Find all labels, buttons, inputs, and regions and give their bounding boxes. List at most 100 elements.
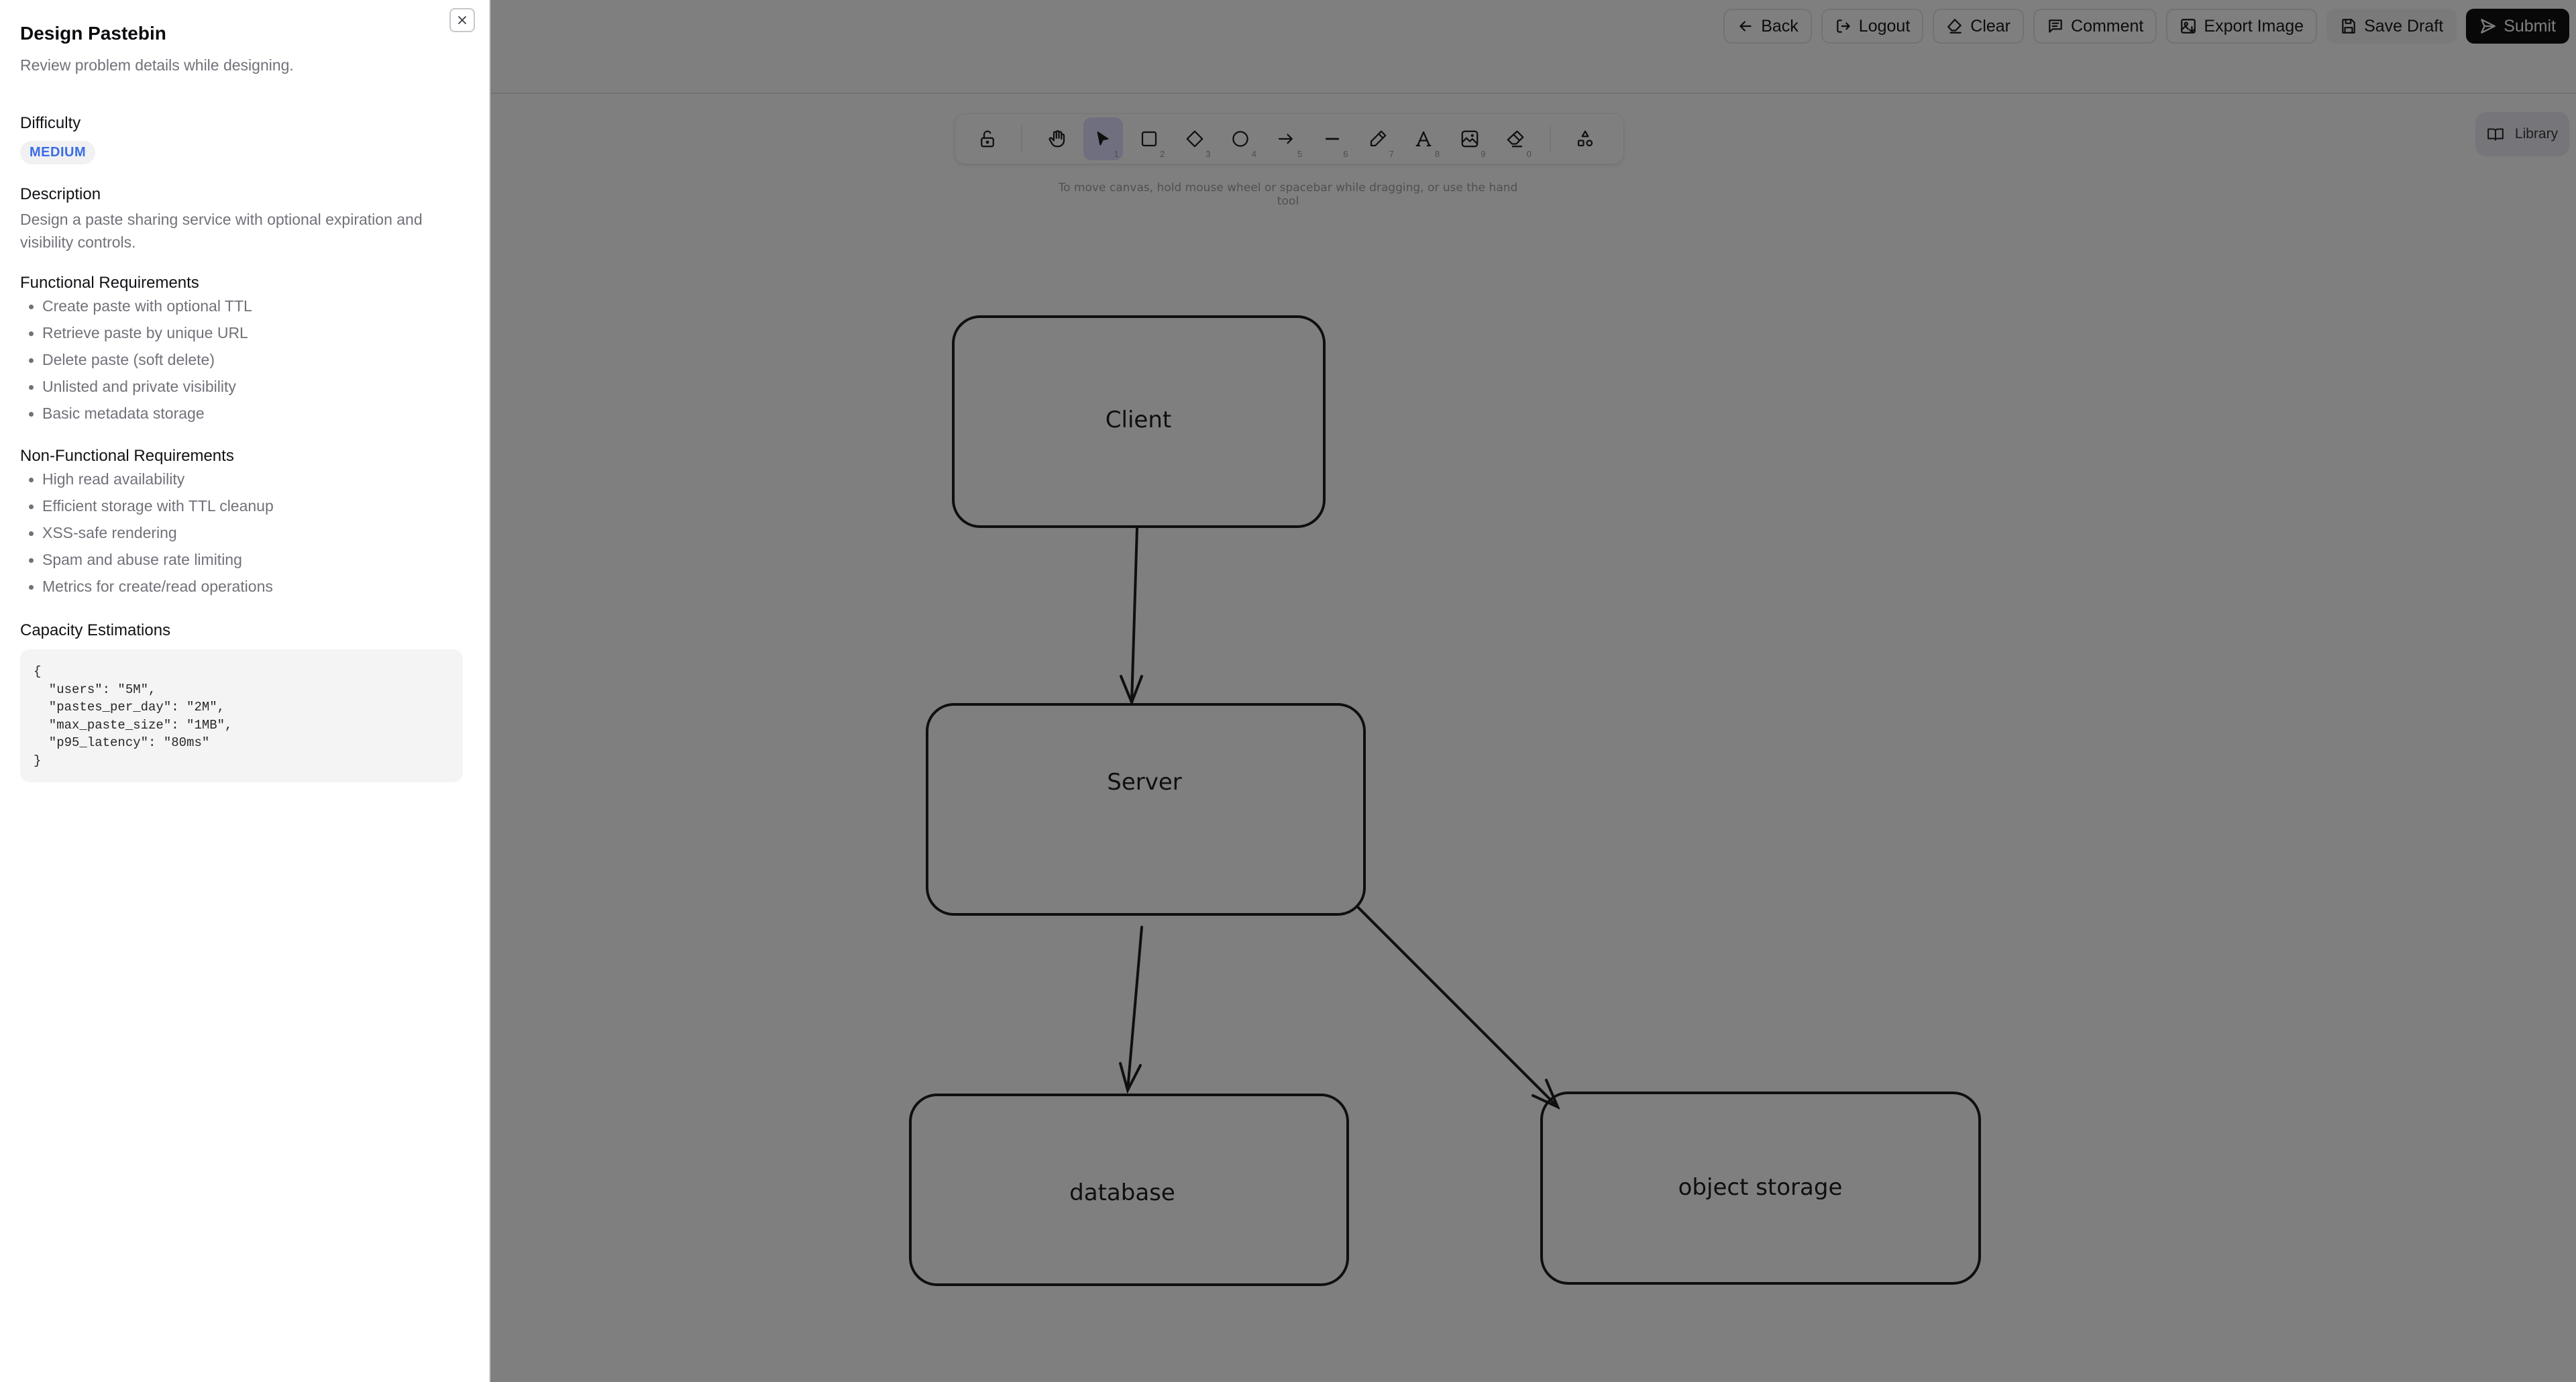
shortcut-key: 5: [1297, 149, 1303, 159]
node-label-database: database: [1069, 1179, 1175, 1206]
header-actions: Back Logout Clear Comment Export Image S…: [1723, 9, 2569, 44]
submit-button[interactable]: Submit: [2466, 9, 2569, 44]
list-item: Unlisted and private visibility: [20, 373, 470, 400]
send-icon: [2481, 19, 2496, 34]
tool-hand[interactable]: [1037, 117, 1077, 160]
back-button[interactable]: Back: [1723, 9, 1812, 44]
list-item: Efficient storage with TTL cleanup: [20, 492, 470, 519]
logout-icon: [1837, 19, 1850, 33]
shortcut-key: 3: [1205, 149, 1211, 159]
eraser-icon: [1507, 130, 1524, 148]
clear-button[interactable]: Clear: [1933, 9, 2025, 44]
hand-icon: [1049, 130, 1065, 148]
edge-client-server[interactable]: [1120, 527, 1143, 706]
shortcut-key: 9: [1481, 149, 1486, 159]
comment-button[interactable]: Comment: [2033, 9, 2157, 44]
shortcut-key: 6: [1343, 149, 1348, 159]
arrow-left-icon: [1739, 21, 1752, 32]
submit-label: Submit: [2504, 16, 2556, 36]
tool-draw[interactable]: 7: [1358, 117, 1397, 160]
save-draft-label: Save Draft: [2364, 16, 2444, 36]
problem-details-sheet: Design Pastebin Review problem details w…: [0, 0, 490, 1382]
clear-label: Clear: [1970, 16, 2011, 36]
library-label: Library: [2514, 126, 2559, 142]
tool-image[interactable]: 9: [1450, 117, 1489, 160]
sheet-title: Design Pastebin: [20, 23, 166, 44]
edge-server-database[interactable]: [1119, 926, 1143, 1094]
library-button[interactable]: Library: [2475, 112, 2569, 156]
functional-heading: Functional Requirements: [20, 274, 199, 292]
difficulty-section: Difficulty MEDIUM: [20, 114, 470, 164]
list-item: Metrics for create/read operations: [20, 573, 470, 600]
eraser-icon: [1947, 19, 1962, 34]
description-heading: Description: [20, 185, 101, 203]
shortcut-key: 4: [1251, 149, 1256, 159]
difficulty-badge: MEDIUM: [20, 141, 96, 164]
node-label-server: Server: [1107, 769, 1182, 796]
save-draft-button[interactable]: Save Draft: [2326, 9, 2457, 44]
canvas-hint: To move canvas, hold mouse wheel or spac…: [1058, 181, 1518, 208]
close-sheet-button[interactable]: [449, 8, 475, 32]
capacity-code-block: { "users": "5M", "pastes_per_day": "2M",…: [20, 649, 463, 782]
shortcut-key: 2: [1159, 149, 1165, 159]
image-export-icon: [2181, 19, 2196, 34]
toolbar-divider: [1021, 125, 1023, 152]
save-icon: [2342, 19, 2355, 34]
shortcut-key: 8: [1434, 149, 1440, 159]
shortcut-key: 7: [1389, 149, 1394, 159]
tool-text[interactable]: 8: [1404, 117, 1444, 160]
close-icon: [458, 16, 466, 24]
tool-selection[interactable]: 1: [1083, 117, 1123, 160]
nonfunctional-requirements-section: Non-Functional Requirements High read av…: [20, 447, 470, 600]
list-item: XSS-safe rendering: [20, 519, 470, 546]
tool-more-shapes[interactable]: [1566, 117, 1605, 160]
tool-rectangle[interactable]: 2: [1129, 117, 1169, 160]
shapes-icon: [1578, 130, 1593, 147]
unlock-icon: [980, 130, 994, 148]
image-icon: [1461, 130, 1479, 148]
node-label-client: Client: [1105, 407, 1172, 433]
logout-button[interactable]: Logout: [1821, 9, 1924, 44]
list-item: High read availability: [20, 466, 470, 492]
export-image-label: Export Image: [2204, 16, 2304, 36]
pointer-icon: [1097, 131, 1109, 146]
capacity-section: Capacity Estimations { "users": "5M", "p…: [20, 621, 470, 782]
ellipse-icon: [1232, 131, 1248, 147]
diamond-icon: [1186, 130, 1203, 148]
drawing-toolbar: 1 2 3 4 5 6 7 8: [955, 114, 1623, 164]
difficulty-heading: Difficulty: [20, 114, 81, 132]
line-icon: [1325, 138, 1339, 140]
comment-icon: [2049, 19, 2062, 33]
shortcut-key: 1: [1114, 149, 1119, 159]
toolbar-divider: [1549, 125, 1551, 152]
nonfunctional-heading: Non-Functional Requirements: [20, 447, 234, 465]
list-item: Delete paste (soft delete): [20, 346, 470, 373]
description-section: Description Design a paste sharing servi…: [20, 185, 470, 254]
list-item: Create paste with optional TTL: [20, 293, 470, 319]
tool-diamond[interactable]: 3: [1175, 117, 1214, 160]
capacity-heading: Capacity Estimations: [20, 621, 171, 639]
back-label: Back: [1761, 16, 1799, 36]
logout-label: Logout: [1858, 16, 1911, 36]
list-item: Basic metadata storage: [20, 400, 470, 427]
tool-eraser[interactable]: 0: [1495, 117, 1535, 160]
shortcut-key: 0: [1526, 149, 1532, 159]
export-image-button[interactable]: Export Image: [2166, 9, 2318, 44]
rectangle-icon: [1141, 131, 1157, 147]
nonfunctional-list: High read availability Efficient storage…: [20, 466, 470, 600]
list-item: Retrieve paste by unique URL: [20, 319, 470, 346]
node-server[interactable]: [926, 703, 1366, 916]
list-item: Spam and abuse rate limiting: [20, 546, 470, 573]
functional-requirements-section: Functional Requirements Create paste wit…: [20, 274, 470, 427]
sheet-subtitle: Review problem details while designing.: [20, 56, 294, 74]
tool-ellipse[interactable]: 4: [1221, 117, 1260, 160]
tool-line[interactable]: 6: [1312, 117, 1352, 160]
edge-server-object-storage[interactable]: [1356, 906, 1560, 1110]
functional-list: Create paste with optional TTL Retrieve …: [20, 293, 470, 427]
book-icon: [2487, 128, 2504, 141]
tool-lock[interactable]: [967, 117, 1007, 160]
tool-arrow[interactable]: 5: [1267, 117, 1306, 160]
description-text: Design a paste sharing service with opti…: [20, 211, 423, 251]
node-label-object-storage: object storage: [1678, 1174, 1843, 1201]
arrow-icon: [1279, 134, 1293, 144]
